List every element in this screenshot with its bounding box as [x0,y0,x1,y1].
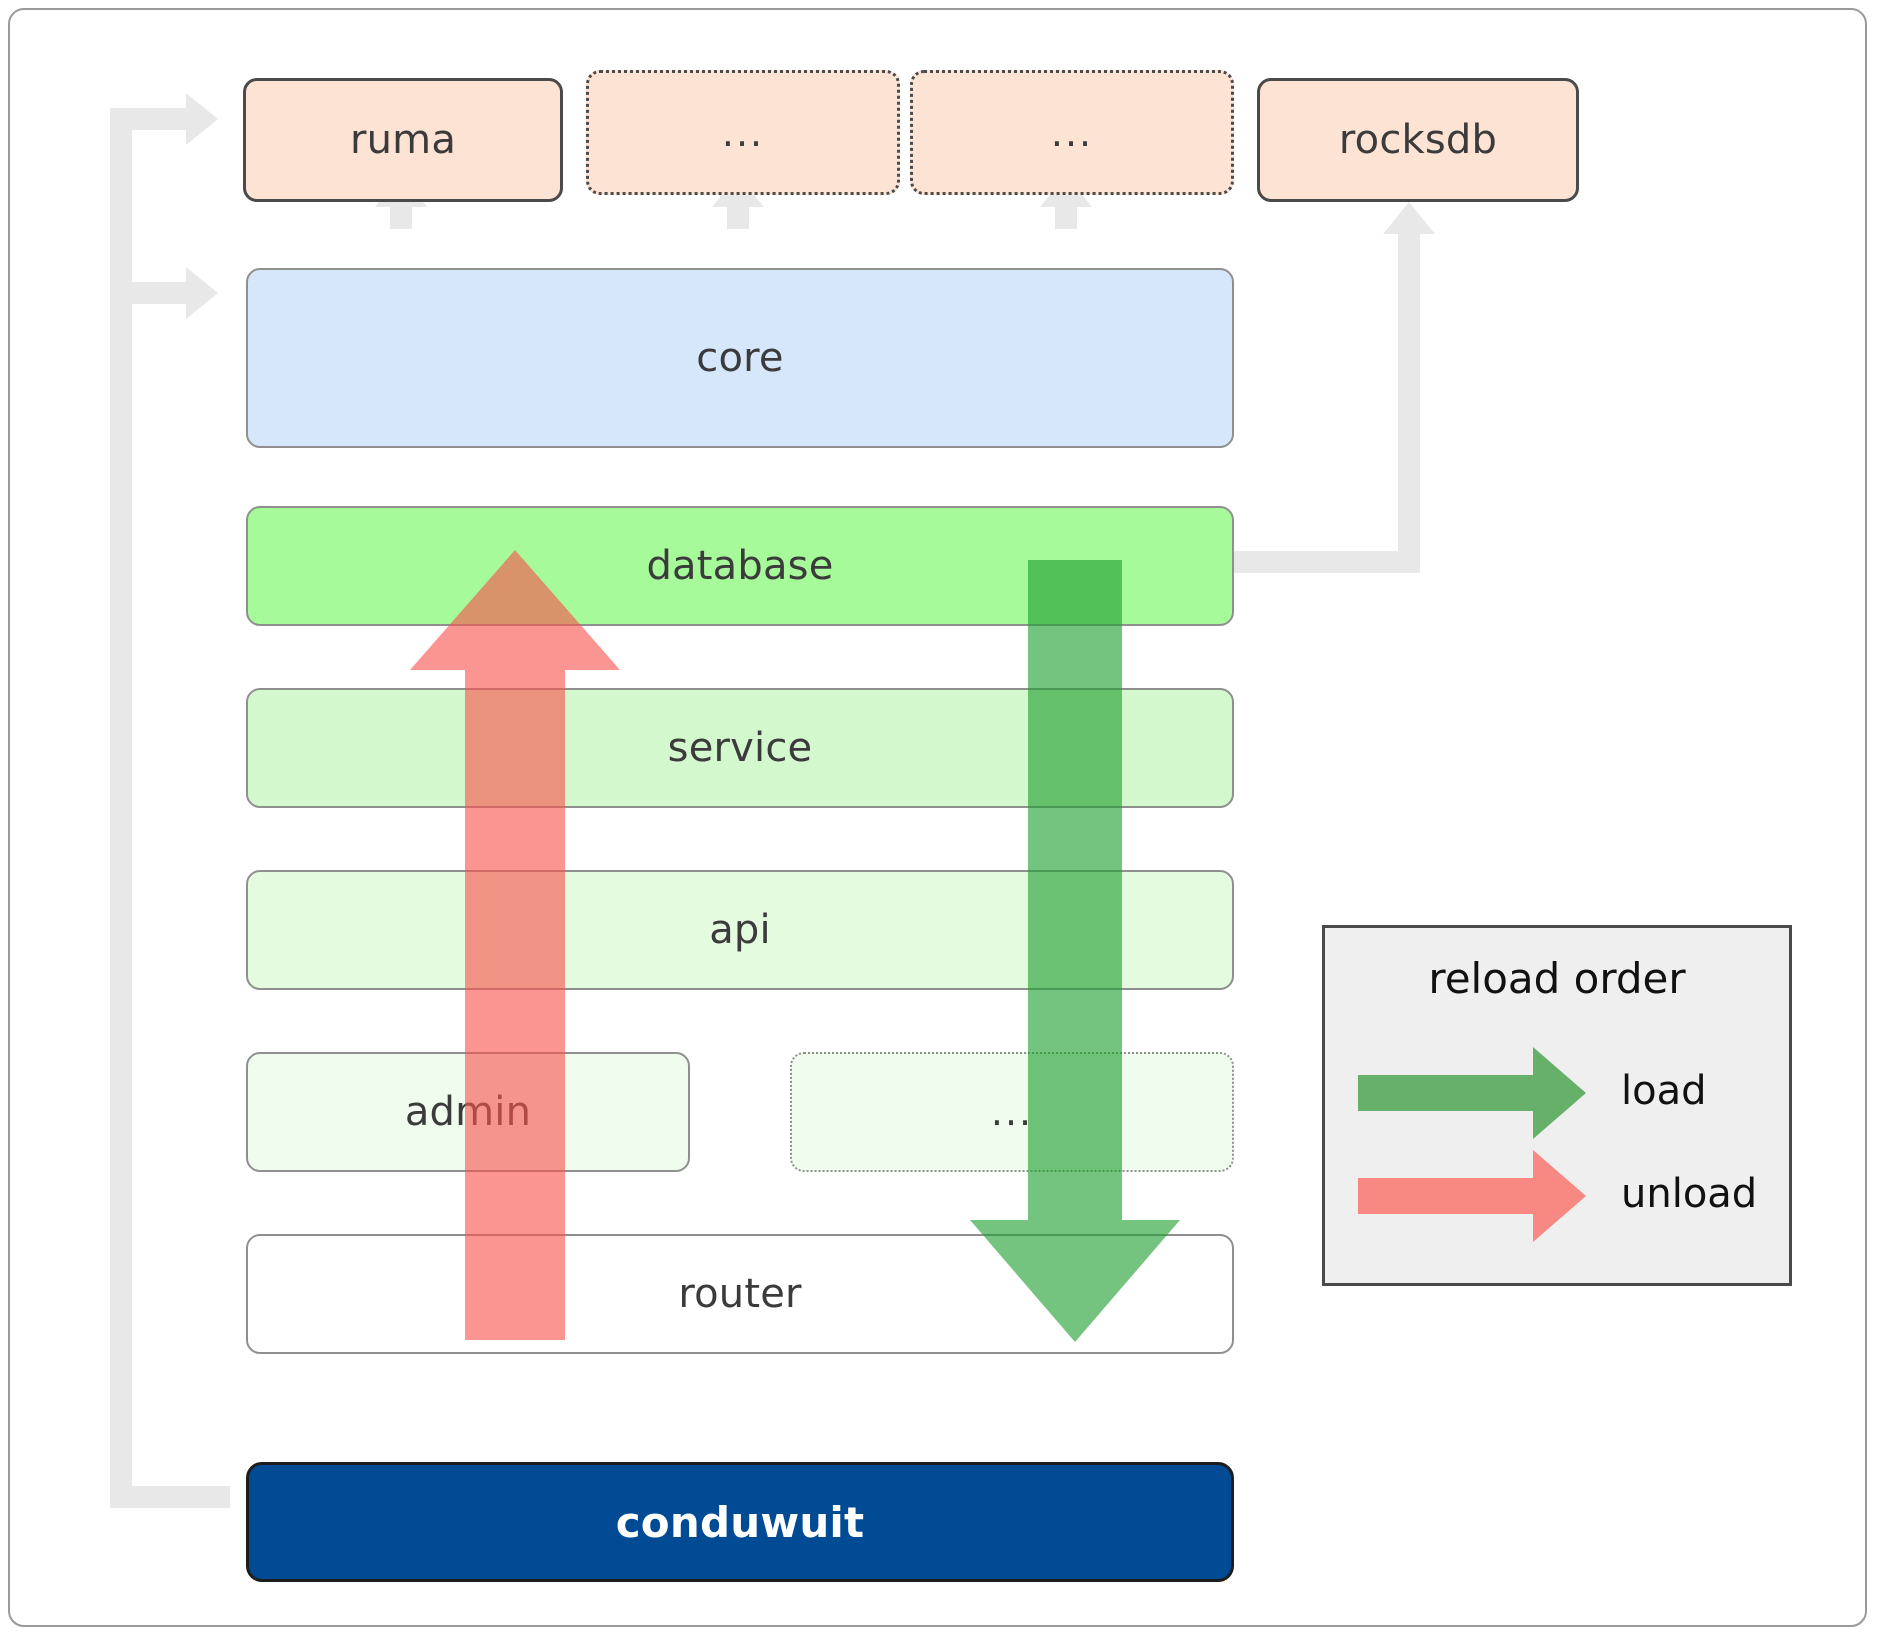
node-core[interactable]: core [246,268,1234,448]
legend-unload-label: unload [1621,1171,1758,1217]
connector-arrowhead-core [186,267,218,319]
connector-database-to-rocksdb-vertical [1398,232,1420,572]
node-rocksdb-label: rocksdb [1338,117,1498,163]
node-dots-1[interactable]: ... [586,70,900,195]
node-conduwuit[interactable]: conduwuit [246,1462,1234,1582]
node-dots-2[interactable]: ... [910,70,1234,195]
node-admin[interactable]: admin [246,1052,690,1172]
node-core-label: core [696,335,784,381]
node-dots-1-label: ... [721,110,765,155]
connector-arrowhead-up-rocksdb [1383,202,1435,234]
node-service[interactable]: service [246,688,1234,808]
node-database-label: database [646,543,834,589]
node-ruma[interactable]: ruma [243,78,563,202]
diagram-frame [8,8,1867,1627]
node-dots-2-label: ... [1050,110,1094,155]
connector-database-to-rocksdb-horizontal [1230,551,1420,573]
node-router[interactable]: router [246,1234,1234,1354]
node-api[interactable]: api [246,870,1234,990]
node-admin-label: admin [404,1089,532,1135]
legend-unload-arrow-icon [1358,1150,1586,1242]
connector-branch-to-core [132,282,194,304]
connector-trunk-vertical [110,128,132,1508]
connector-branch-to-ruma [110,108,194,130]
node-service-label: service [667,725,813,771]
node-database[interactable]: database [246,506,1234,626]
legend-load-arrow-icon [1358,1047,1586,1139]
node-api-label: api [709,907,771,953]
connector-trunk-to-conduwuit [110,1486,230,1508]
connector-core-to-ruma-stem [390,205,412,229]
node-split-dots[interactable]: ... [790,1052,1234,1172]
connector-arrowhead-ruma [186,93,218,145]
node-ruma-label: ruma [349,117,457,163]
legend-panel: reload order load unload [1322,925,1792,1286]
connector-core-to-dots2-stem [1055,205,1077,229]
legend-title: reload order [1428,954,1686,1003]
node-conduwuit-label: conduwuit [615,1497,865,1547]
node-rocksdb[interactable]: rocksdb [1257,78,1579,202]
node-router-label: router [678,1271,802,1317]
connector-core-to-dots1-stem [727,205,749,229]
node-split-dots-label: ... [990,1090,1034,1134]
legend-load-label: load [1621,1068,1707,1114]
